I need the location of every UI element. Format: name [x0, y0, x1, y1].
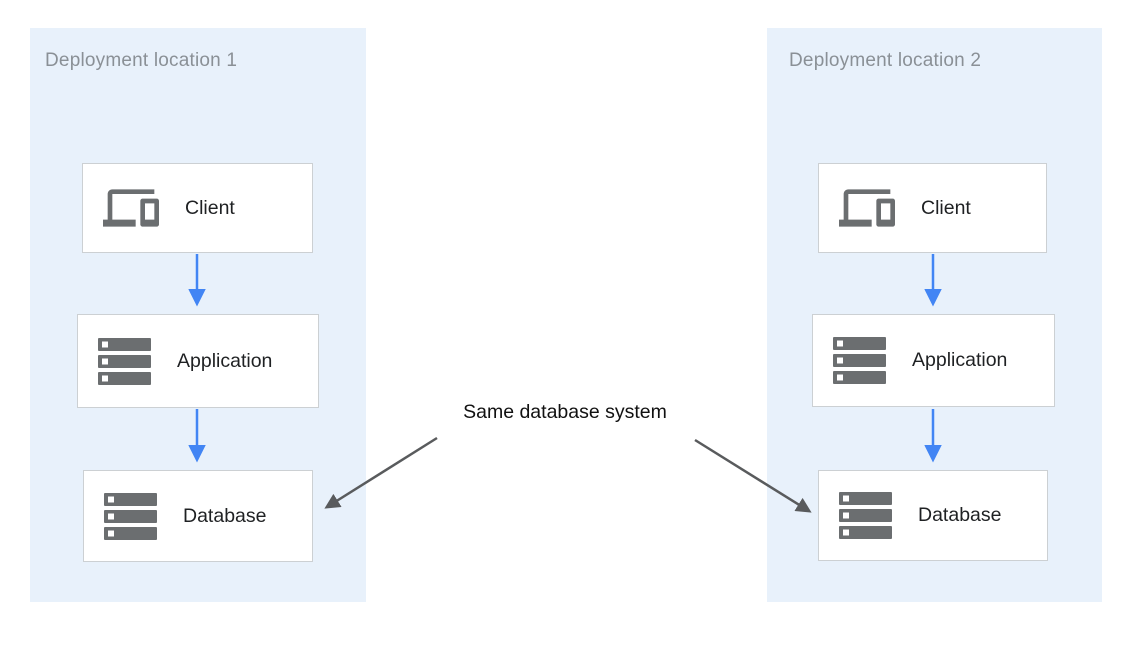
server-stack-icon [839, 492, 892, 539]
node-application-2: Application [812, 314, 1055, 407]
server-stack-icon [833, 337, 886, 384]
node-application-1: Application [77, 314, 319, 408]
node-label: Database [183, 504, 267, 527]
region-title: Deployment location 2 [789, 50, 982, 71]
devices-icon [103, 189, 159, 227]
node-label: Application [177, 349, 273, 372]
node-label: Client [185, 196, 235, 219]
node-database-1: Database [83, 470, 313, 562]
annotation-same-database-system: Same database system [463, 401, 667, 423]
server-stack-icon [98, 337, 151, 385]
server-stack-icon [104, 492, 157, 540]
region-title: Deployment location 1 [45, 50, 238, 71]
node-client-2: Client [818, 163, 1047, 253]
devices-icon [839, 189, 895, 227]
node-database-2: Database [818, 470, 1048, 561]
node-label: Database [918, 504, 1002, 526]
node-client-1: Client [82, 163, 313, 253]
node-label: Application [912, 349, 1008, 371]
node-label: Client [921, 196, 971, 219]
